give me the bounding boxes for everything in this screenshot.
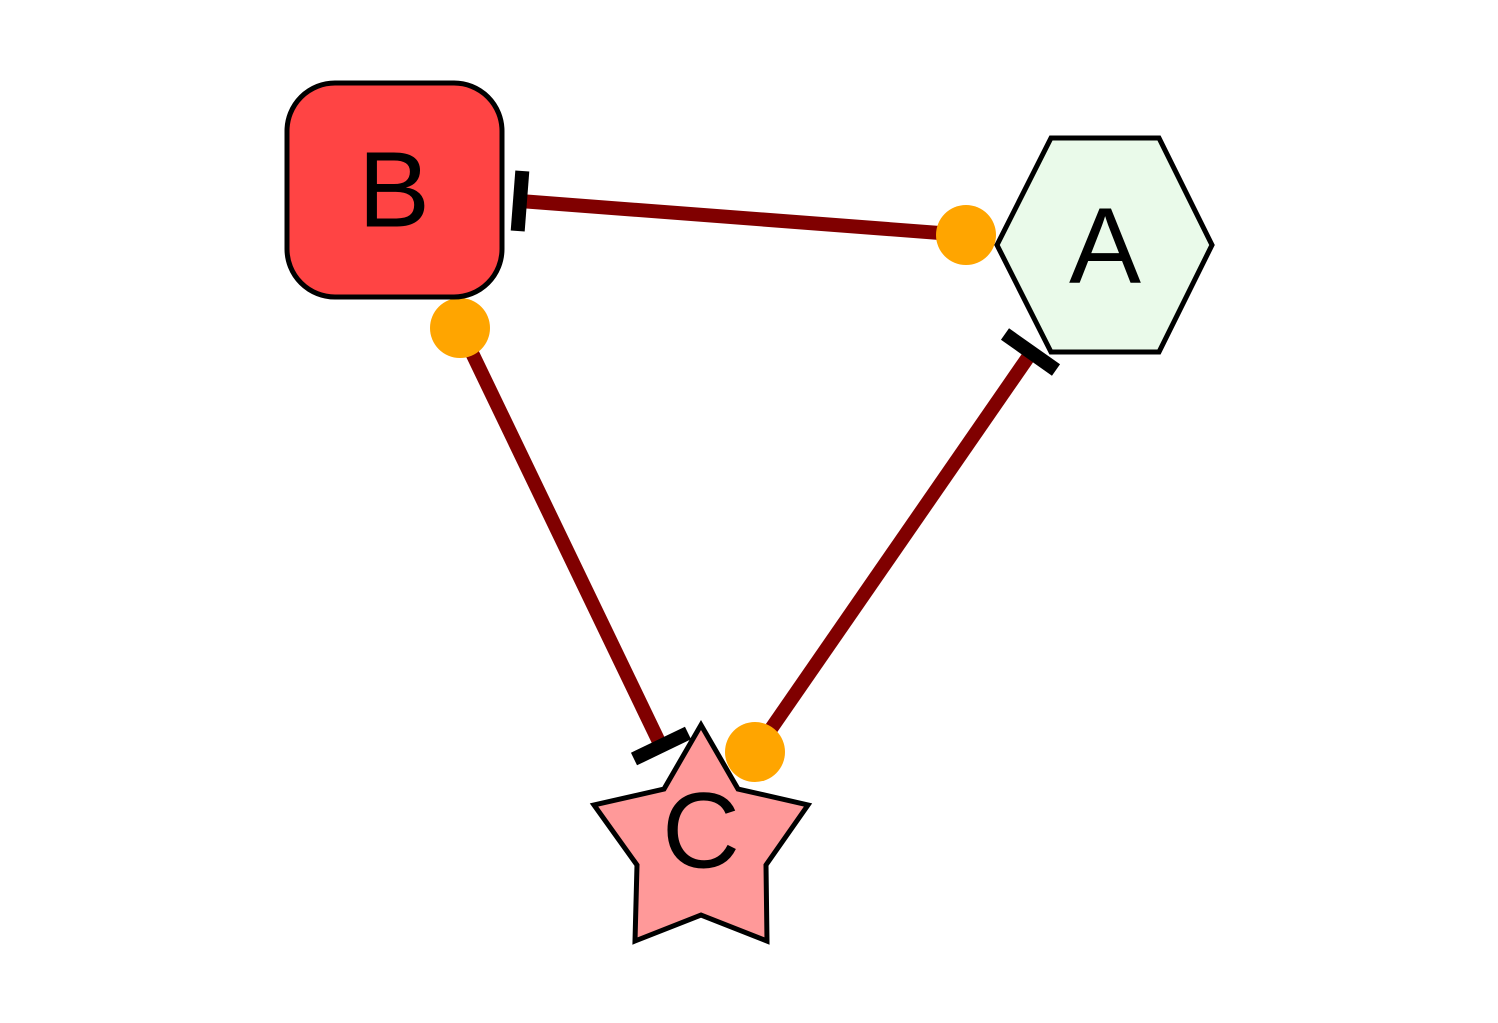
node-b-rounded-square-shape (284, 80, 505, 300)
nodes-layer: A B C (284, 80, 1215, 945)
node-b[interactable]: B (284, 80, 505, 300)
edge-a-to-b[interactable] (510, 170, 996, 265)
node-a-label: A (1069, 185, 1141, 306)
edge-a-b-line (519, 194, 967, 242)
edge-b-to-c[interactable] (430, 298, 692, 766)
node-c-label: C (662, 770, 740, 891)
edge-a-b-tee-marker (510, 170, 530, 232)
edge-c-a-source-marker (725, 722, 785, 782)
node-c-star-shape (589, 720, 813, 945)
node-c[interactable]: C (589, 720, 813, 945)
edge-c-a-tee-marker (1000, 328, 1061, 376)
edge-b-c-tee-marker (630, 726, 692, 766)
edge-c-to-a[interactable] (725, 328, 1061, 782)
edges-layer (430, 170, 1061, 782)
node-a[interactable]: A (994, 135, 1215, 355)
node-a-hexagon-shape (994, 135, 1215, 355)
edge-c-a-line (749, 349, 1037, 756)
edge-b-c-line (453, 324, 668, 750)
node-b-label: B (358, 129, 430, 250)
edge-b-c-source-marker (430, 298, 490, 358)
edge-a-b-source-marker (936, 205, 996, 265)
